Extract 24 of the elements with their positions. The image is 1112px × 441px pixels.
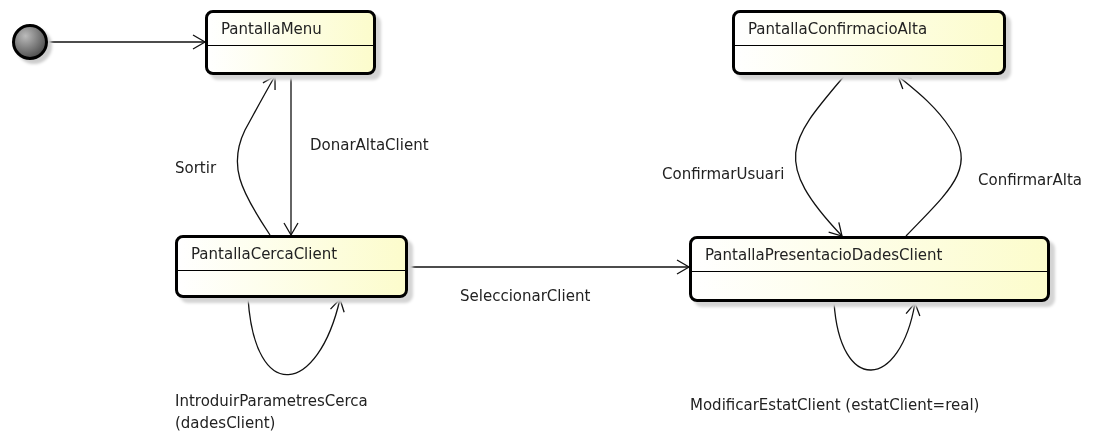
- state-box: [732, 10, 1006, 75]
- initial-state: [12, 24, 48, 60]
- edge-label: ConfirmarUsuari: [662, 164, 786, 185]
- edge-label: ConfirmarAlta: [978, 170, 1083, 191]
- transition-arrow: [407, 259, 690, 275]
- transition-arrow: [236, 75, 276, 236]
- state-box: [175, 235, 408, 298]
- state-name: PantallaConfirmacioAlta: [748, 21, 928, 37]
- transition-arrow: [833, 301, 920, 371]
- edge-label: ModificarEstatClient (estatClient=real): [690, 395, 981, 416]
- edge-label: DonarAltaClient: [310, 135, 430, 156]
- transition-arrow: [795, 74, 846, 237]
- transition-arrow: [283, 74, 299, 236]
- edge-label: Sortir: [175, 158, 218, 179]
- transition-arrow: [47, 34, 206, 50]
- edge-label: SeleccionarClient: [460, 286, 592, 307]
- state-name: PantallaPresentacioDadesClient: [705, 247, 943, 263]
- state-box: [689, 236, 1050, 302]
- state-name: PantallaCercaClient: [191, 246, 338, 262]
- transition-arrow: [897, 75, 962, 237]
- state-name: PantallaMenu: [221, 21, 322, 37]
- edge-label: IntroduirParametresCerca (dadesClient): [175, 391, 369, 434]
- transition-arrow: [247, 297, 345, 376]
- state-box: [205, 10, 376, 75]
